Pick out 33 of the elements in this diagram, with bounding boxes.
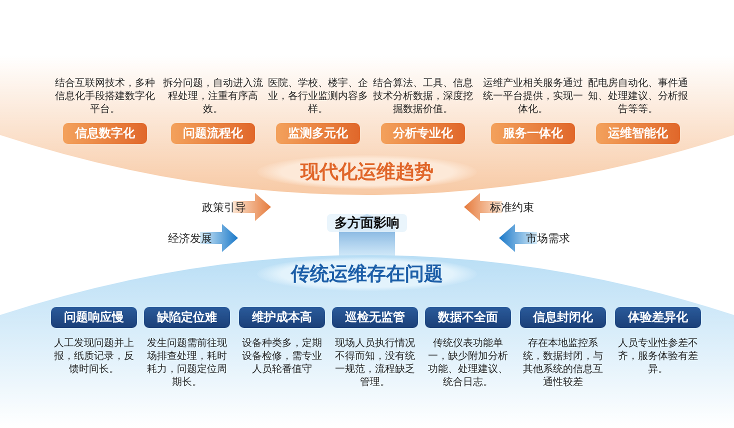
factor-label: 市场需求	[526, 231, 570, 246]
description-text: 现场人员执行情况不得而知，没有统一规范，流程缺乏管理。	[334, 337, 416, 389]
description-text: 发生问题需前往现场排查处理，耗时耗力，问题定位周期长。	[146, 337, 228, 389]
trend-label: 监测多元化	[276, 123, 360, 144]
issue-label: 信息封闭化	[520, 307, 606, 328]
trend-label: 问题流程化	[171, 123, 255, 144]
issue-label: 数据不全面	[425, 307, 511, 328]
description-text: 医院、学校、楼宇、企业，各行业监测内容多样。	[268, 77, 368, 116]
band-heading: 现代化运维趋势	[257, 155, 477, 189]
description-text: 结合算法、工具、信息技术分析数据，深度挖掘数据价值。	[373, 77, 473, 116]
issue-label: 缺陷定位难	[144, 307, 230, 328]
factor-label: 政策引导	[202, 200, 246, 215]
description-text: 人员专业性参差不齐，服务体验有差异。	[617, 337, 699, 376]
trend-label: 运维智能化	[596, 123, 680, 144]
band-heading: 传统运维存在问题	[257, 257, 477, 291]
description-text: 拆分问题，自动进入流程处理，注重有序高效。	[163, 77, 263, 116]
trend-label: 分析专业化	[381, 123, 465, 144]
factor-label: 经济发展	[168, 231, 212, 246]
trend-label: 信息数字化	[63, 123, 147, 144]
issue-label: 体验差异化	[615, 307, 701, 328]
description-text: 运维产业相关服务通过统一平台提供，实现一体化。	[483, 77, 583, 116]
description-text: 配电房自动化、事件通知、处理建议、分析报告等等。	[588, 77, 688, 116]
description-text: 传统仪表功能单一，缺少附加分析功能、处理建议、统合日志。	[427, 337, 509, 389]
issue-label: 维护成本高	[239, 307, 325, 328]
description-text: 结合互联网技术，多种信息化手段搭建数字化平台。	[55, 77, 155, 116]
description-text: 人工发现问题并上报，纸质记录，反馈时间长。	[53, 337, 135, 376]
issue-label: 巡检无监管	[332, 307, 418, 328]
factor-label: 标准约束	[490, 200, 534, 215]
description-text: 设备种类多，定期设备检修，需专业人员轮番值守	[241, 337, 323, 376]
edge-label: 多方面影响	[327, 214, 407, 232]
description-text: 存在本地监控系统，数据封闭，与其他系统的信息互通性较差	[522, 337, 604, 389]
issue-label: 问题响应慢	[51, 307, 137, 328]
trend-label: 服务一体化	[491, 123, 575, 144]
